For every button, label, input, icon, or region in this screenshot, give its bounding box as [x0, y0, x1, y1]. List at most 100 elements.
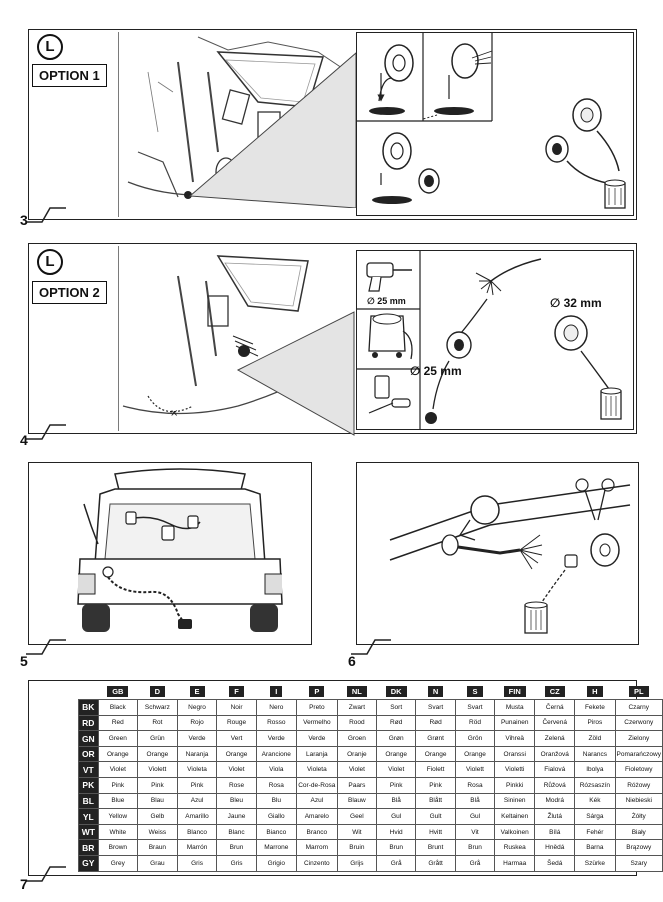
color-name-cell: Fioletowy [614, 761, 663, 779]
color-name-cell: Grön [454, 730, 496, 747]
color-name-cell: Barna [574, 839, 616, 857]
language-header: GB [98, 684, 137, 700]
step-7-number: 7 [20, 876, 28, 892]
color-name-cell: Gris [216, 855, 257, 872]
color-name-cell: Yellow [97, 808, 139, 825]
color-name-cell: Grønt [415, 730, 456, 747]
wire-code-cell: VT [78, 761, 99, 779]
color-name-cell: Vit [454, 823, 496, 841]
color-name-cell: Punainen [494, 714, 536, 732]
color-name-cell: Sininen [494, 792, 536, 810]
step-6-number: 6 [348, 653, 356, 669]
step-3-corner-notch [26, 207, 66, 223]
wire-code-cell: GN [78, 730, 99, 747]
color-name-cell: Violett [137, 761, 178, 779]
color-name-cell: Grå [454, 855, 496, 872]
step-5-number: 5 [20, 653, 28, 669]
color-name-cell: Šedá [534, 855, 576, 872]
color-name-cell: Rosa [454, 777, 496, 794]
color-name-cell: Verde [255, 730, 297, 747]
car-rear-open-tailgate-illustration [77, 468, 283, 632]
wire-code-cell: GY [78, 855, 99, 872]
color-name-cell: Brunt [415, 839, 456, 857]
color-name-cell: Blue [97, 792, 139, 810]
color-name-cell: Brązowy [614, 839, 663, 857]
wire-code-cell: BL [78, 792, 99, 810]
color-name-cell: Sort [375, 699, 417, 716]
color-name-cell: Pink [415, 777, 456, 794]
step-3-number: 3 [20, 212, 28, 228]
color-name-cell: Grün [137, 730, 178, 747]
color-name-cell: Rood [336, 714, 377, 732]
color-name-cell: Hvid [375, 823, 417, 841]
language-header: E [177, 684, 217, 700]
color-name-cell: Szürke [574, 855, 616, 872]
option-1-label: OPTION 1 [32, 64, 107, 87]
color-name-cell: Černá [534, 699, 576, 716]
color-name-cell: Blå [454, 792, 496, 810]
color-name-cell: Grå [375, 855, 417, 872]
language-header: FIN [495, 684, 535, 700]
color-name-cell: Czarny [614, 699, 663, 716]
color-name-cell: Jaune [216, 808, 257, 825]
color-name-cell: Rød [415, 714, 456, 732]
color-name-cell: Brun [216, 839, 257, 857]
color-name-cell: Gult [415, 808, 456, 825]
color-name-cell: Laranja [295, 745, 338, 763]
grommet-removal-detail [357, 33, 626, 209]
color-name-cell: Red [97, 714, 139, 732]
color-name-cell: Röd [454, 714, 496, 732]
color-name-cell: Gul [375, 808, 417, 825]
svg-text:×: × [170, 408, 178, 419]
color-name-cell: Gelb [137, 808, 178, 825]
color-name-cell: Gul [454, 808, 496, 825]
color-name-cell: Orange [137, 745, 178, 763]
color-name-cell: Modrá [534, 792, 576, 810]
step-6-corner-notch [351, 639, 391, 655]
color-name-cell: Bleu [216, 792, 257, 810]
color-name-cell: Geel [336, 808, 377, 825]
step-5-corner-notch [26, 639, 66, 655]
language-header: N [416, 684, 455, 700]
color-name-cell: Różowy [614, 777, 663, 794]
language-header: F [217, 684, 256, 700]
color-name-cell: Musta [494, 699, 536, 716]
color-name-cell: Grey [97, 855, 139, 872]
left-side-badge: L [37, 34, 63, 60]
color-name-cell: Hvitt [415, 823, 456, 841]
color-name-cell: Verde [176, 730, 218, 747]
color-name-cell: Szary [614, 855, 663, 872]
color-name-cell: Hnědá [534, 839, 576, 857]
color-name-cell: Green [97, 730, 139, 747]
color-name-cell: Orange [97, 745, 139, 763]
step-4-corner-notch [26, 424, 66, 440]
color-name-cell: Vihreä [494, 730, 536, 747]
color-name-cell: Fekete [574, 699, 616, 716]
color-name-cell: Oranžová [534, 745, 576, 763]
color-name-cell: Fialová [534, 761, 576, 779]
step-4-number: 4 [20, 432, 28, 448]
color-name-cell: Violeta [176, 761, 218, 779]
color-name-cell: Paars [336, 777, 377, 794]
color-name-cell: Noir [216, 699, 257, 716]
color-name-cell: Bianco [255, 823, 297, 841]
language-header: PL [615, 684, 663, 700]
color-name-cell: Groen [336, 730, 377, 747]
color-name-cell: Fiolett [415, 761, 456, 779]
color-name-cell: Cor-de-Rosa [295, 777, 338, 794]
color-name-cell: Marrone [255, 839, 297, 857]
zoom-cone-4 [236, 311, 355, 436]
color-name-cell: Amarillo [176, 808, 218, 825]
language-header: H [575, 684, 615, 700]
color-name-cell: Ruskea [494, 839, 536, 857]
color-name-cell: Ibolya [574, 761, 616, 779]
color-name-cell: Preto [295, 699, 338, 716]
